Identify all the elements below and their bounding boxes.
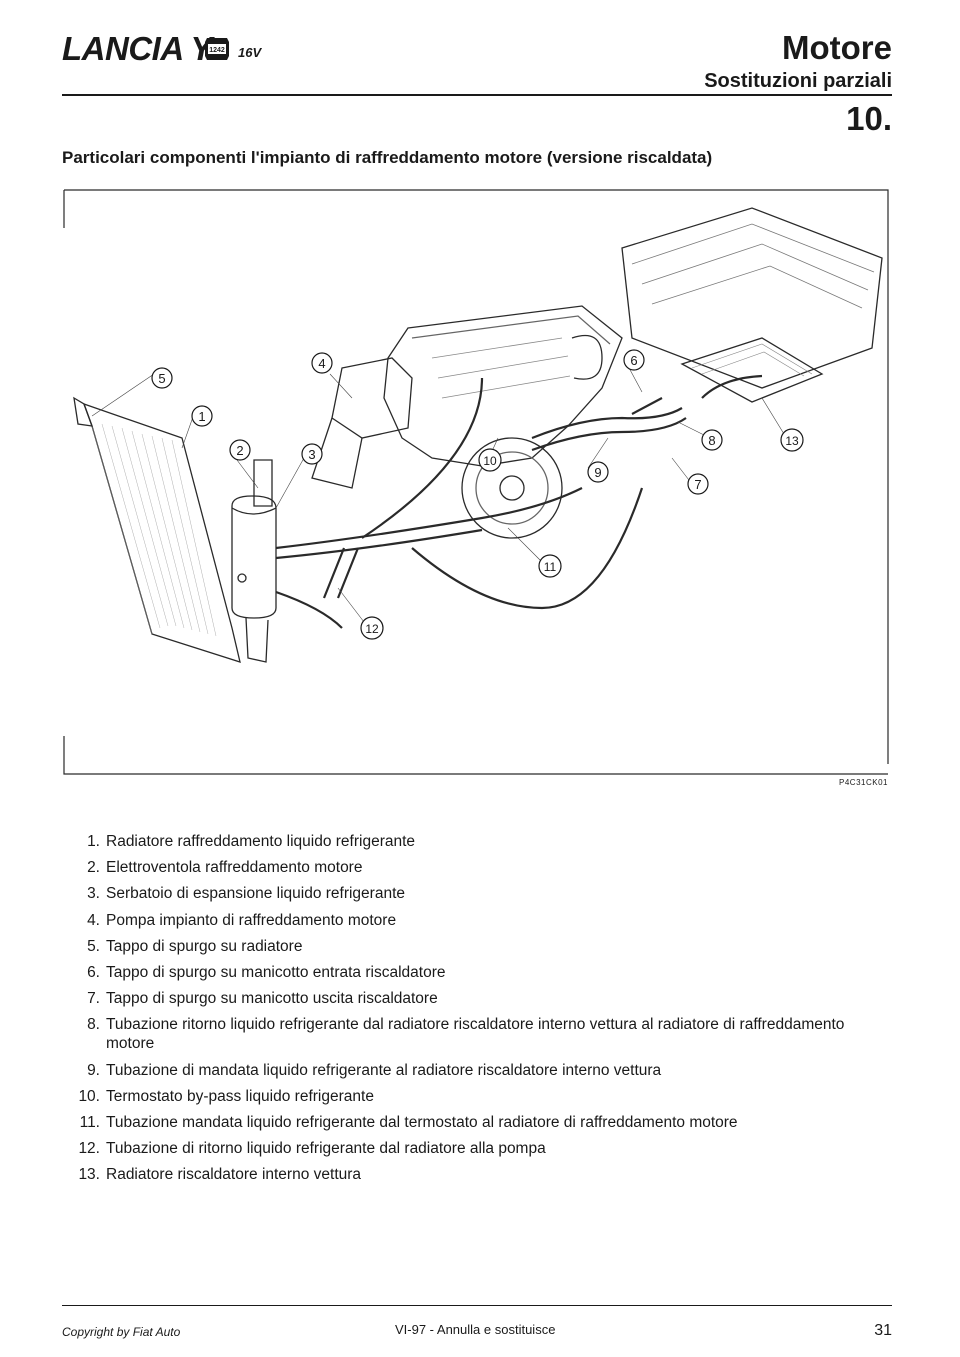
radiator-drawing — [73, 396, 241, 663]
callout-label: 9 — [594, 465, 601, 480]
legend-item: 8.Tubazione ritorno liquido refrigerante… — [87, 1016, 845, 1053]
legend-item: 2.Elettroventola raffreddamento motore — [87, 859, 363, 877]
callout-4: 4 — [311, 352, 333, 374]
legend-item: 5.Tappo di spurgo su radiatore — [87, 937, 303, 955]
cooling-system-diagram: 1 2 3 4 5 6 7 8 9 10 11 12 13 — [63, 189, 889, 775]
callout-label: 4 — [318, 356, 325, 371]
callout-label: 8 — [708, 433, 715, 448]
callout-label: 11 — [544, 560, 557, 574]
component-legend: 1.Radiatore raffreddamento liquido refri… — [62, 832, 892, 1191]
callout-label: 13 — [785, 434, 799, 448]
brand-suffix: 16V — [238, 45, 262, 60]
brand-logo-text: LANCIA Y — [62, 30, 213, 67]
heater-box-drawing — [621, 207, 883, 403]
callout-13: 13 — [780, 428, 804, 452]
callout-label: 6 — [630, 353, 637, 368]
engine-block-drawing — [311, 305, 623, 539]
callout-5: 5 — [151, 367, 173, 389]
page-number: 31 — [874, 1322, 892, 1339]
callout-3: 3 — [301, 443, 323, 465]
figure-code: P4C31CK01 — [839, 778, 888, 787]
callout-label: 2 — [236, 443, 243, 458]
callout-12: 12 — [360, 616, 384, 640]
callout-label: 10 — [483, 454, 497, 468]
expansion-tank-drawing — [231, 459, 277, 663]
callout-7: 7 — [687, 473, 709, 495]
callout-label: 3 — [308, 447, 315, 462]
callout-2: 2 — [229, 439, 251, 461]
callout-label: 5 — [158, 371, 165, 386]
footer-copyright: Copyright by Fiat Auto — [62, 1325, 181, 1339]
section-number: 10. — [846, 100, 892, 137]
figure-caption: Particolari componenti l'impianto di raf… — [62, 148, 713, 167]
callout-11: 11 — [538, 554, 562, 578]
section-subtitle: Sostituzioni parziali — [704, 70, 892, 92]
legend-item: 10.Termostato by-pass liquido refrigeran… — [78, 1087, 374, 1105]
callout-8: 8 — [701, 429, 723, 451]
engine-badge-icon: 1242 — [205, 38, 229, 60]
coolant-hoses-drawing — [275, 374, 763, 629]
legend-item: 13.Radiatore riscaldatore interno vettur… — [78, 1166, 362, 1184]
legend-item: 11.Tubazione mandata liquido refrigerant… — [79, 1113, 738, 1131]
callout-10: 10 — [478, 448, 502, 472]
callout-6: 6 — [623, 349, 645, 371]
legend-item: 7.Tappo di spurgo su manicotto uscita ri… — [87, 990, 438, 1008]
callout-1: 1 — [191, 405, 213, 427]
callout-label: 1 — [198, 409, 205, 424]
engine-badge-text: 1242 — [209, 47, 225, 54]
footer-divider — [62, 1305, 892, 1306]
legend-item: 6.Tappo di spurgo su manicotto entrata r… — [87, 963, 446, 981]
footer-edition: VI-97 - Annulla e sostituisce — [395, 1322, 556, 1337]
header-divider — [62, 94, 892, 96]
legend-item: 1.Radiatore raffreddamento liquido refri… — [87, 833, 416, 850]
callout-9: 9 — [587, 461, 609, 483]
section-title: Motore — [782, 29, 892, 66]
legend-item: 12.Tubazione di ritorno liquido refriger… — [78, 1140, 546, 1158]
callout-label: 12 — [365, 622, 379, 636]
legend-item: 4.Pompa impianto di raffreddamento motor… — [87, 911, 397, 929]
legend-item: 3.Serbatoio di espansione liquido refrig… — [87, 885, 406, 903]
legend-item: 9.Tubazione di mandata liquido refrigera… — [87, 1061, 662, 1079]
callout-label: 7 — [694, 477, 701, 492]
